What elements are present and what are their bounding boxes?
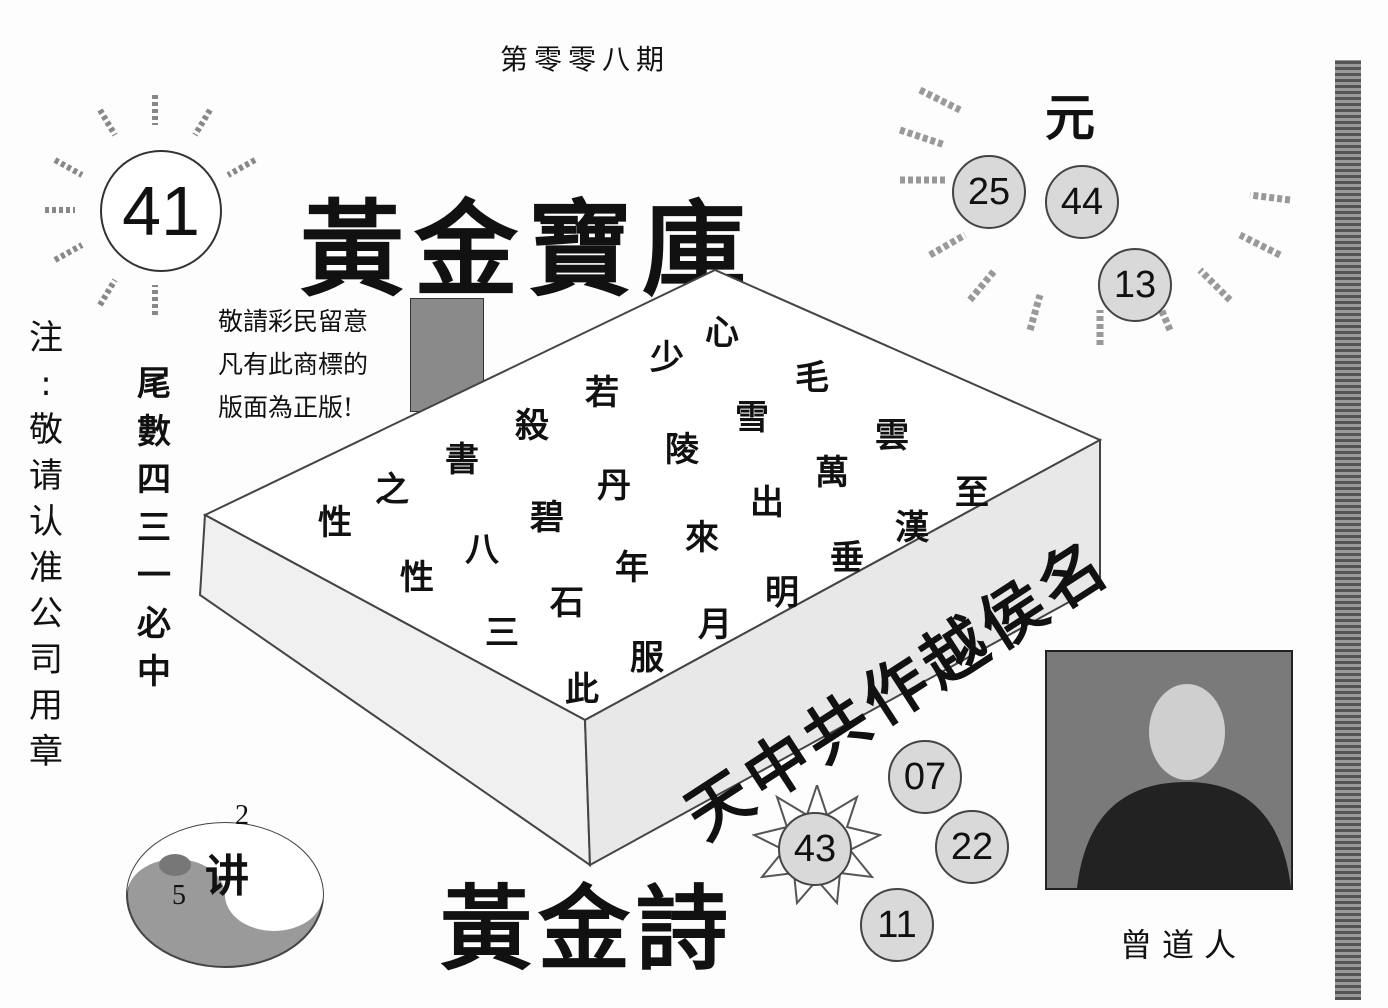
poem-char: 殺 — [515, 406, 549, 446]
poem-box — [198, 268, 1103, 867]
tail-char: 四 — [137, 460, 171, 500]
note-char: 请 — [29, 456, 63, 496]
poem-char: 月 — [698, 605, 732, 645]
poem-char: 雲 — [875, 416, 909, 456]
yin-yang-bottom-number: 5 — [172, 880, 186, 911]
lucky-number-ball: 44 — [1045, 165, 1119, 239]
poem-char: 之 — [375, 470, 409, 510]
poem-char: 至 — [955, 473, 989, 513]
notice-line: 敬請彩民留意 — [218, 307, 369, 336]
poem-char: 丹 — [597, 466, 631, 506]
issue-label: 第零零八期 — [500, 43, 671, 76]
tail-char: 三 — [137, 508, 171, 548]
note-char: : — [40, 364, 52, 404]
poem-char: 性 — [400, 558, 434, 598]
poem-char: 漢 — [895, 508, 929, 548]
photo-caption: 曾道人 — [1120, 926, 1247, 964]
tail-char: 中 — [137, 652, 171, 692]
sun-rays-left — [45, 95, 257, 315]
side-note: 注 : 敬 请 认 准 公 司 用 章 — [24, 315, 68, 775]
yin-yang-char: 讲 — [205, 851, 249, 902]
portrait-photo — [1045, 650, 1293, 890]
poem-char: 少 — [650, 338, 684, 378]
poem-char: 三 — [485, 613, 519, 653]
tail-number-hint: 尾 數 四 三 一 必 中 — [130, 360, 178, 696]
poem-char: 陵 — [665, 430, 699, 470]
note-char: 公 — [29, 594, 63, 634]
tail-char: 一 — [137, 556, 171, 596]
poem-char: 來 — [685, 518, 719, 558]
poem-char: 性 — [318, 503, 352, 543]
poem-char: 服 — [630, 638, 664, 678]
poem-char: 萬 — [815, 453, 849, 493]
poem-char: 碧 — [530, 498, 564, 538]
poem-char: 石 — [550, 583, 584, 623]
poem-char: 心 — [705, 313, 739, 353]
lucky-number-ball: 11 — [860, 888, 934, 962]
notice-line: 版面為正版! — [218, 393, 354, 422]
poem-char: 若 — [585, 373, 619, 413]
yuan-label: 元 — [1045, 88, 1095, 147]
poem-char: 書 — [445, 440, 479, 480]
tail-char: 數 — [137, 412, 171, 452]
bottom-title: 黃金詩 — [440, 875, 735, 983]
sun-rays-right — [898, 86, 1291, 345]
poem-char: 雪 — [735, 398, 769, 438]
poem-char: 此 — [565, 670, 599, 710]
note-char: 注 — [29, 318, 63, 358]
authenticity-notice: 敬請彩民留意 凡有此商標的 版面為正版! — [218, 300, 368, 429]
yin-yang-icon — [126, 822, 324, 968]
notice-line: 凡有此商標的 — [218, 350, 369, 379]
poem-char: 毛 — [795, 358, 829, 398]
note-char: 认 — [29, 502, 63, 542]
lucky-number-ball: 43 — [778, 812, 852, 886]
lucky-number-ball: 13 — [1098, 248, 1172, 322]
lucky-number-ball: 22 — [935, 810, 1009, 884]
lucky-number-ball: 07 — [888, 740, 962, 814]
note-char: 准 — [29, 548, 63, 588]
poem-char: 垂 — [830, 538, 864, 578]
lucky-number-ball: 25 — [952, 155, 1026, 229]
tail-char: 必 — [137, 604, 171, 644]
main-number-circle: 41 — [100, 150, 222, 272]
note-char: 敬 — [29, 410, 63, 450]
tail-char: 尾 — [137, 364, 171, 404]
poem-char: 明 — [765, 573, 799, 613]
note-char: 司 — [29, 640, 63, 680]
note-char: 用 — [29, 686, 63, 726]
poem-char: 出 — [750, 483, 784, 523]
poem-char: 年 — [615, 548, 649, 588]
yin-yang-top-number: 2 — [235, 800, 249, 831]
edge-border — [1335, 60, 1361, 1000]
note-char: 章 — [29, 732, 63, 772]
poem-char: 八 — [465, 530, 499, 570]
